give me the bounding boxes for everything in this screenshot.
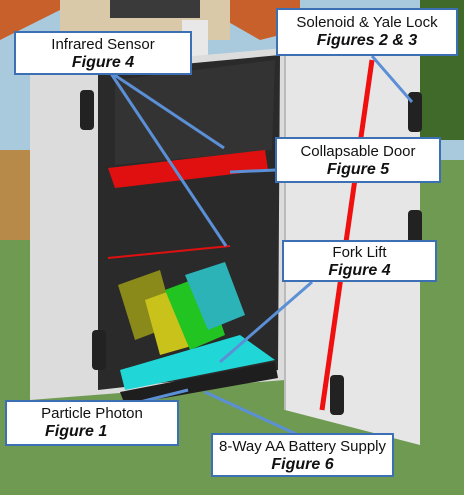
door-hinge-bottom	[330, 375, 344, 415]
house-roof	[0, 0, 120, 40]
callout-figure: Figure 5	[326, 160, 390, 178]
callout-figure: Figure 1	[45, 422, 108, 440]
leader-ir-1	[109, 70, 225, 150]
callout-label: Collapsable Door	[300, 143, 416, 160]
ir-beam	[107, 245, 231, 259]
leader-ir-2	[108, 71, 228, 247]
open-door	[285, 30, 420, 445]
callout-label: Fork Lift	[332, 244, 387, 261]
callout-label: Particle Photon	[41, 405, 143, 422]
callout-label: Solenoid & Yale Lock	[296, 14, 438, 31]
leader-fork	[219, 280, 313, 364]
callout-collapsable-door: Collapsable Door Figure 5	[275, 137, 441, 183]
callout-figure: Figure 6	[271, 455, 334, 473]
battery-base	[120, 362, 278, 405]
callout-figure: Figures 2 & 3	[316, 31, 418, 49]
callout-solenoid-lock: Solenoid & Yale Lock Figures 2 & 3	[276, 8, 458, 56]
callout-figure: Figure 4	[328, 261, 391, 279]
leader-solenoid	[370, 55, 414, 103]
leader-door	[229, 168, 277, 174]
red-shelf	[108, 150, 268, 188]
hinge-top	[80, 90, 94, 130]
callout-fork-lift: Fork Lift Figure 4	[282, 240, 437, 282]
window	[110, 0, 200, 18]
callout-particle-photon: Particle Photon Figure 1	[5, 400, 179, 446]
leader-battery	[204, 390, 297, 436]
callout-label: Infrared Sensor	[51, 36, 155, 53]
block-teal	[185, 262, 245, 330]
callout-battery-supply: 8-Way AA Battery Supply Figure 6	[211, 433, 394, 477]
lock-rod	[319, 59, 375, 411]
hinge-bottom	[92, 330, 106, 370]
callout-label: 8-Way AA Battery Supply	[218, 438, 387, 455]
callout-infrared-sensor: Infrared Sensor Figure 4	[14, 31, 192, 75]
callout-figure: Figure 4	[71, 53, 135, 71]
door-hinge-mid	[408, 210, 422, 245]
